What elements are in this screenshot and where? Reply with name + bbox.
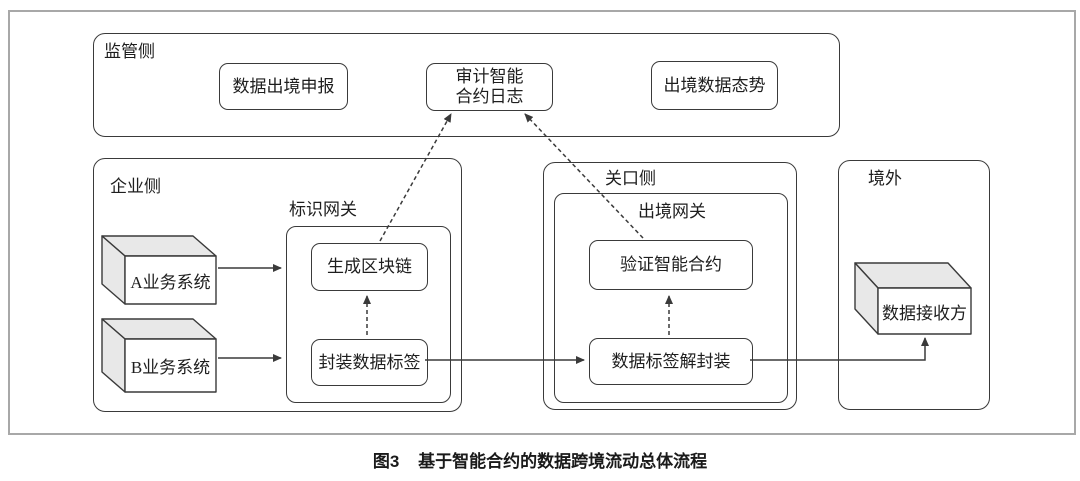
node-generate-blockchain: 生成区块链 (311, 243, 428, 291)
cuboid-data-receiver: 数据接收方 (853, 261, 974, 336)
figure-caption-number: 图3 (372, 452, 400, 471)
section-supervision-label: 监管侧 (104, 42, 155, 61)
figure-caption: 图3 基于智能合约的数据跨境流动总体流程 (0, 447, 1080, 472)
node-audit-smart-contract-log: 审计智能 合约日志 (426, 63, 553, 111)
node-encapsulate-data-label: 封装数据标签 (311, 339, 428, 386)
node-export-data-status: 出境数据态势 (651, 61, 778, 110)
node-export-data-status-label: 出境数据态势 (663, 75, 766, 95)
node-encapsulate-data-label-text: 封装数据标签 (318, 352, 421, 372)
section-checkpoint: 关口侧 出境网关 验证智能合约 数据标签解封装 (543, 162, 797, 410)
exit-gateway-label: 出境网关 (638, 202, 706, 221)
section-enterprise: 企业侧 A业务系统 B业务系统 标识网关 生成区块链 (93, 158, 462, 412)
cuboid-system-b-shape (101, 318, 217, 393)
node-generate-blockchain-label: 生成区块链 (327, 257, 412, 276)
exit-gateway-box: 出境网关 验证智能合约 数据标签解封装 (554, 193, 788, 403)
id-gateway-box: 生成区块链 封装数据标签 (286, 226, 451, 403)
cuboid-system-a: A业务系统 (100, 234, 219, 307)
section-supervision: 监管侧 数据出境申报 审计智能 合约日志 出境数据态势 (93, 33, 840, 137)
cuboid-system-b-label: B业务系统 (130, 358, 211, 377)
section-overseas-label: 境外 (868, 169, 902, 188)
figure-caption-title: 基于智能合约的数据跨境流动总体流程 (418, 452, 708, 471)
node-verify-smart-contract: 验证智能合约 (589, 240, 753, 290)
node-verify-smart-contract-label: 验证智能合约 (620, 255, 722, 274)
id-gateway-label: 标识网关 (289, 200, 357, 219)
cuboid-system-a-shape (101, 235, 217, 305)
section-enterprise-label: 企业侧 (110, 177, 161, 196)
node-decapsulate-data-label-text: 数据标签解封装 (611, 351, 731, 371)
section-overseas: 境外 数据接收方 (838, 160, 990, 410)
node-data-export-declaration: 数据出境申报 (219, 63, 348, 110)
section-checkpoint-label: 关口侧 (605, 169, 656, 188)
node-data-export-declaration-label: 数据出境申报 (232, 76, 335, 96)
node-audit-log-label-line2: 合约日志 (455, 87, 524, 106)
cuboid-system-b: B业务系统 (100, 317, 219, 394)
cuboid-system-a-label: A业务系统 (130, 272, 211, 292)
node-decapsulate-data-label: 数据标签解封装 (589, 338, 753, 385)
cuboid-data-receiver-shape (854, 262, 972, 335)
cuboid-data-receiver-label: 数据接收方 (882, 303, 967, 323)
node-audit-log-label-line1: 审计智能 (455, 67, 524, 86)
